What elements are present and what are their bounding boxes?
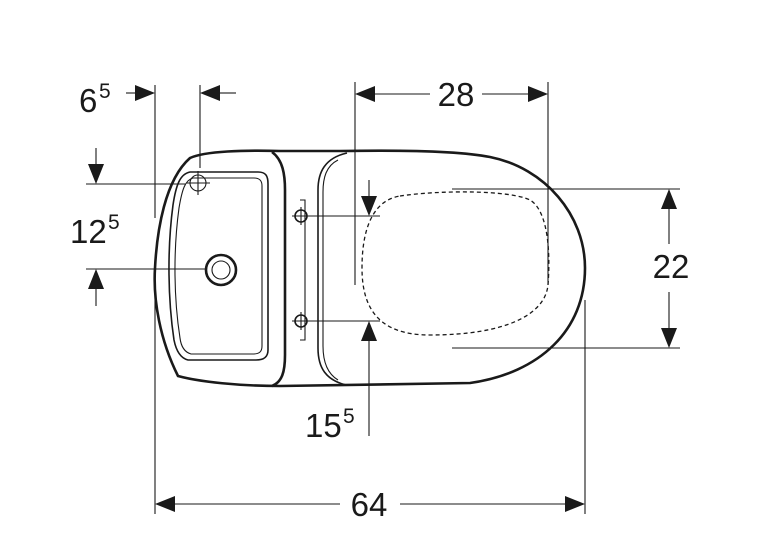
seat-contour-dashed	[361, 191, 550, 336]
dimension-hole-spacing: 12 5	[70, 148, 205, 306]
plate-step	[300, 199, 306, 341]
basin-inner-edge	[168, 171, 269, 361]
hole-spacing-value: 12	[70, 213, 107, 250]
tap-hole	[186, 171, 210, 195]
dimension-overall-length: 64	[154, 270, 586, 523]
fixing-depth-superscript: 5	[343, 405, 355, 428]
dimension-tap-hole-offset: 6 5	[79, 80, 236, 218]
tap-hole-offset-superscript: 5	[99, 80, 111, 103]
tap-hole-offset-value: 6	[79, 82, 97, 119]
seat-hinge-plate-inner	[322, 159, 339, 381]
basin-inner-edge-2	[174, 177, 263, 355]
overflow-hole	[204, 253, 238, 287]
fixing-depth-value: 15	[305, 407, 342, 444]
hole-spacing-superscript: 5	[108, 211, 120, 234]
dimension-seat-fixing-spacing: 22	[452, 188, 690, 349]
seat-offset-value: 28	[438, 76, 475, 113]
outer-contour	[153, 149, 587, 388]
fixture-outline	[153, 149, 587, 388]
dimension-fixing-depth: 15 5	[300, 180, 380, 444]
seat-fixing-spacing-value: 22	[653, 248, 690, 285]
seat-hinge-plate	[317, 152, 348, 386]
overall-length-value: 64	[351, 486, 388, 523]
cistern-divider	[271, 150, 287, 388]
dimension-seat-offset: 28	[354, 76, 549, 285]
